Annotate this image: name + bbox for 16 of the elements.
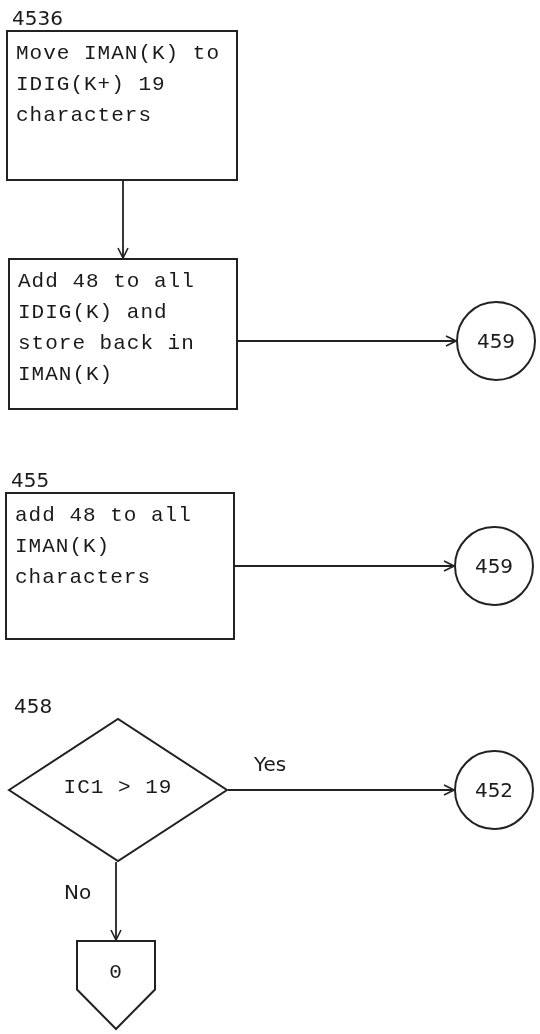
connector-label: 459 [474,554,514,578]
box-text: Move IMAN(K) to IDIG(K+) 19 characters [16,41,222,129]
connector-label: 459 [476,329,516,353]
arrow [110,861,122,941]
step-number: 458 [14,694,53,718]
decision-text: IC1 > 19 [62,776,174,799]
step-number: 4536 [12,6,63,30]
arrow [237,335,457,347]
box-text: add 48 to all IMAN(K) characters [15,503,193,591]
connector-label: 0 [108,961,124,984]
arrow [234,560,455,572]
arrow [227,784,455,796]
step-number: 455 [11,468,50,492]
box-text: Add 48 to all IDIG(K) and store back in IMAN(K) [18,269,196,388]
connector-label: 452 [474,778,514,802]
arrow [117,180,129,259]
